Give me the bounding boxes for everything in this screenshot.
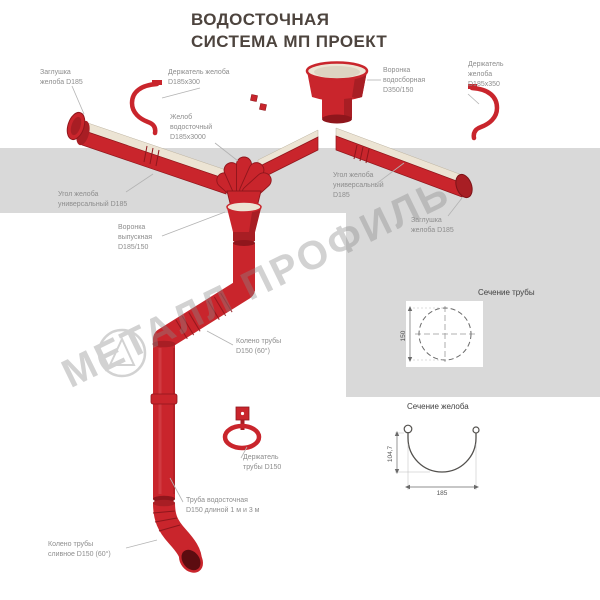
downpipe-main <box>150 339 178 503</box>
callout-gutter-corner-left: Угол желоба универсальный D185 <box>58 191 128 208</box>
gutter-left <box>76 120 227 195</box>
callout-lines <box>71 79 480 549</box>
callout-gutter: Желоб водосточный D185x3000 <box>170 114 213 141</box>
page-title: ВОДОСТОЧНАЯ СИСТЕМА МП ПРОЕКТ <box>191 9 387 53</box>
callout-drain-elbow: Колено трубы сливное D150 (60°) <box>48 541 111 558</box>
watermark-logo-icon <box>97 328 147 378</box>
callout-pipe-elbow: Колено трубы D150 (60°) <box>236 338 282 355</box>
callout-outlet-funnel: Воронка выпускная D185/150 <box>118 224 153 251</box>
pipe-section-drawing: 150 <box>400 301 483 367</box>
pipe-elbow-part <box>153 278 255 350</box>
pipe-section-diameter: 150 <box>400 330 407 341</box>
inlet-funnel-part <box>305 61 369 124</box>
callout-inlet-funnel: Воронка водосборная D350/150 <box>383 67 426 94</box>
callout-pipe-bracket: Держатель трубы D150 <box>243 454 282 471</box>
title-line2: СИСТЕМА МП ПРОЕКТ <box>191 32 388 52</box>
gutter-bracket-right-part <box>468 84 500 141</box>
callout-end-cap-right: Заглушка желоба D185 <box>411 217 454 234</box>
drain-elbow-part <box>152 499 203 573</box>
bracket-clips <box>250 94 267 111</box>
gutter-section-title: Сечение желоба <box>407 402 469 411</box>
gutter-bracket-left-part <box>129 80 162 136</box>
end-cap-left-part <box>66 111 86 141</box>
title-line1: ВОДОСТОЧНАЯ <box>191 10 330 29</box>
outlet-funnel-part <box>226 201 262 244</box>
callout-gutter-corner-right: Угол желоба универсальный D185 <box>333 172 384 199</box>
callout-gutter-bracket-left: Держатель желоба D185x300 <box>168 69 230 86</box>
callout-downpipe: Труба водосточная D150 длиной 1 м и 3 м <box>186 497 260 514</box>
pipe-section-title: Сечение трубы <box>478 288 535 297</box>
end-cap-right-part <box>455 173 473 199</box>
gutter-section-height: 104,7 <box>387 445 394 462</box>
gutter-section-width: 185 <box>437 490 448 497</box>
pipe-bracket-part <box>222 406 262 451</box>
callout-end-cap-left: Заглушка желоба D185 <box>40 69 83 86</box>
gutter-section-drawing: 185 104,7 <box>387 424 480 497</box>
callout-gutter-bracket-right: Держатель желоба D185x350 <box>468 61 504 88</box>
